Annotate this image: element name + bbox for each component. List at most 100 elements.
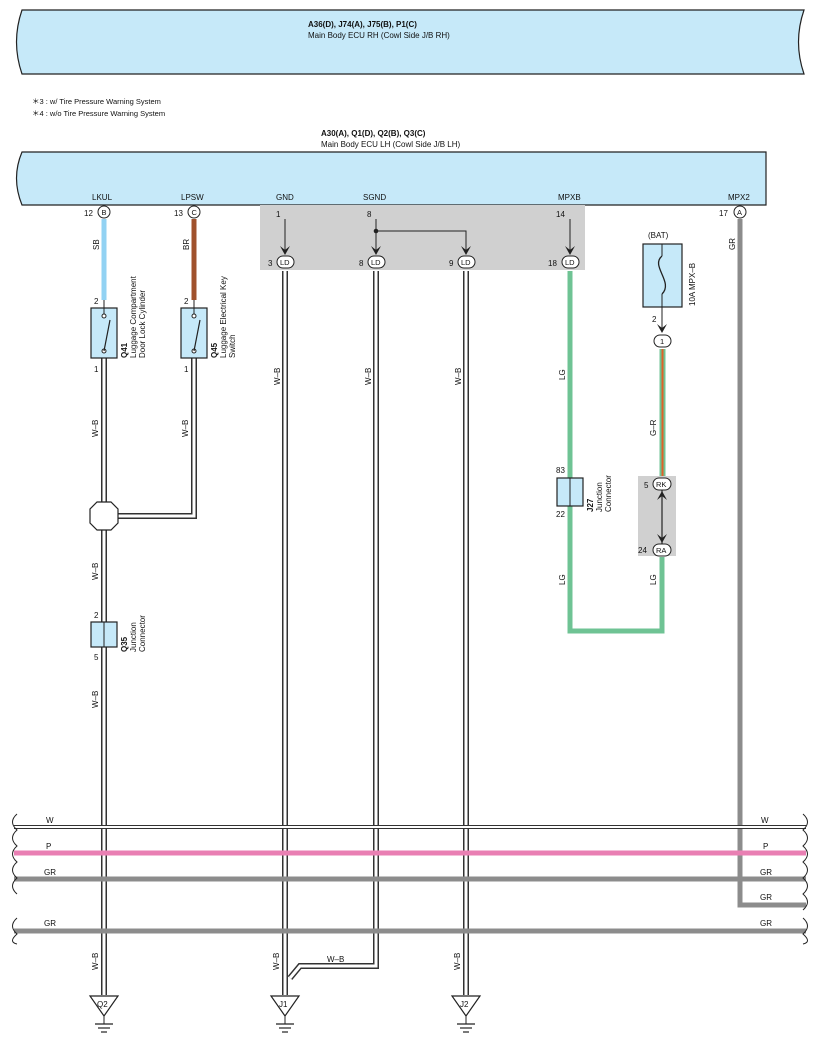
pin-mpxb-num: 14: [556, 210, 565, 219]
wire-label-bottom-q2: W–B: [91, 953, 100, 970]
bus-label-gr1-left: GR: [44, 868, 56, 877]
svg-text:2: 2: [94, 297, 99, 306]
ld-connector-extra: LD 9: [449, 246, 476, 269]
svg-text:LD: LD: [565, 258, 575, 267]
wire-label-q35-out: W–B: [91, 691, 100, 708]
pin-label-mpx2: MPX2: [728, 193, 750, 202]
fuse-supply-label: (BAT): [648, 231, 669, 240]
svg-text:Q2: Q2: [97, 1000, 108, 1009]
svg-text:J1: J1: [279, 1000, 288, 1009]
bus-label-w-left: W: [46, 816, 54, 825]
svg-text:2: 2: [94, 611, 99, 620]
switch-q41: 2 1: [90, 297, 118, 374]
wire-label-extra: W–B: [454, 368, 463, 385]
bus-label-gr2-left: GR: [44, 919, 56, 928]
ground-j1: J1: [269, 995, 301, 1033]
svg-text:RA: RA: [656, 546, 666, 555]
ground-q2: Q2: [88, 995, 120, 1033]
ld-connector-gnd: LD 3: [268, 246, 295, 269]
switch-q45: 2 1: [180, 297, 208, 374]
wire-j27-out: [567, 506, 665, 634]
svg-text:5: 5: [94, 653, 99, 662]
svg-text:13: 13: [174, 209, 183, 218]
wire-label-lpsw: BR: [182, 239, 191, 250]
pin-label-mpxb: MPXB: [558, 193, 581, 202]
ecu-lh-title: A30(A), Q1(D), Q2(B), Q3(C): [321, 129, 426, 138]
svg-text:18: 18: [548, 259, 557, 268]
wire-label-q41-out: W–B: [91, 420, 100, 437]
wire-label-sgnd: W–B: [364, 368, 373, 385]
pin-label-gnd: GND: [276, 193, 294, 202]
wire-label-j27-out: LG: [558, 574, 567, 585]
svg-text:22: 22: [556, 510, 565, 519]
svg-text:1: 1: [94, 365, 99, 374]
ecu-lh-internal-shade: [260, 205, 585, 270]
wire-label-bottom-j1: W–B: [272, 953, 281, 970]
switch-q41-line1: Luggage Compartment: [129, 275, 138, 358]
note-3: ＊3 : w/ Tire Pressure Warning System: [32, 97, 161, 106]
ecu-rh-box: [15, 9, 805, 75]
svg-text:C: C: [192, 208, 198, 217]
pin-label-sgnd: SGND: [363, 193, 386, 202]
pin-gnd-num: 1: [276, 210, 281, 219]
svg-text:RK: RK: [656, 480, 666, 489]
ecu-rh-title: A36(D), J74(A), J75(B), P1(C): [308, 20, 417, 29]
svg-text:J2: J2: [460, 1000, 469, 1009]
bus-label-gr1-right: GR: [760, 868, 772, 877]
pin-label-lkul: LKUL: [92, 193, 113, 202]
wire-label-bottom-j1-jog: W–B: [327, 955, 344, 964]
junction-q35-id: Q35: [120, 636, 129, 652]
wire-label-gnd: W–B: [273, 368, 282, 385]
pin-lpsw: 13 C: [174, 205, 201, 219]
wire-mpx2: [737, 219, 806, 908]
ecu-lh-subtitle: Main Body ECU LH (Cowl Side J/B LH): [321, 140, 460, 149]
wire-label-splice-down: W–B: [91, 563, 100, 580]
junction-q35: 2 5: [90, 611, 118, 662]
wire-sgnd: [287, 271, 379, 980]
wire-fuse-out: [659, 349, 666, 478]
svg-text:3: 3: [268, 259, 273, 268]
fuse-inline-connector: 1: [653, 307, 672, 348]
splice-octagon: [89, 501, 119, 531]
switch-q41-id: Q41: [120, 342, 129, 358]
junction-q35-line1: Junction: [129, 622, 138, 652]
svg-text:24: 24: [638, 546, 647, 555]
svg-text:LD: LD: [280, 258, 290, 267]
svg-text:17: 17: [719, 209, 728, 218]
svg-text:8: 8: [359, 259, 364, 268]
ld-connector-sgnd: LD 8: [359, 246, 386, 269]
wire-label-fuse-out: G–R: [649, 419, 658, 436]
pin-lkul: 12 B: [84, 205, 111, 219]
switch-q45-id: Q45: [210, 342, 219, 358]
wire-label-q45-out: W–B: [181, 420, 190, 437]
svg-text:B: B: [102, 208, 107, 217]
svg-text:2: 2: [184, 297, 189, 306]
fuse-10a-mpxb: [642, 243, 683, 308]
switch-q45-line1: Luggage Electrical Key: [219, 276, 228, 358]
pin-mpx2: 17 A: [719, 205, 747, 219]
svg-text:5: 5: [644, 481, 649, 490]
note-4: ＊4 : w/o Tire Pressure Warning System: [32, 109, 165, 118]
wire-q45-down: [118, 358, 197, 519]
wire-label-ra-out: LG: [649, 574, 658, 585]
switch-q45-line2: Switch: [228, 334, 237, 358]
bus-label-gr2-right: GR: [760, 919, 772, 928]
bus-label-p-left: P: [46, 842, 51, 851]
connector-rk: RK 5: [644, 477, 672, 500]
svg-text:12: 12: [84, 209, 93, 218]
junction-q35-line2: Connector: [138, 615, 147, 652]
wire-label-bottom-j2: W–B: [453, 953, 462, 970]
junction-j27-line1: Junction: [595, 482, 604, 512]
junction-j27-id: J27: [586, 498, 595, 512]
svg-text:LD: LD: [461, 258, 471, 267]
connector-ra: RA 24: [638, 534, 672, 557]
svg-text:1: 1: [184, 365, 189, 374]
ld-connector-mpxb: LD 18: [548, 246, 580, 269]
ecu-rh-subtitle: Main Body ECU RH (Cowl Side J/B RH): [308, 31, 450, 40]
fuse-label: 10A MPX–B: [688, 263, 697, 306]
ecu-lh-box: [15, 151, 767, 206]
bus-label-p-right: P: [763, 842, 768, 851]
svg-text:9: 9: [449, 259, 454, 268]
junction-j27-line2: Connector: [604, 475, 613, 512]
